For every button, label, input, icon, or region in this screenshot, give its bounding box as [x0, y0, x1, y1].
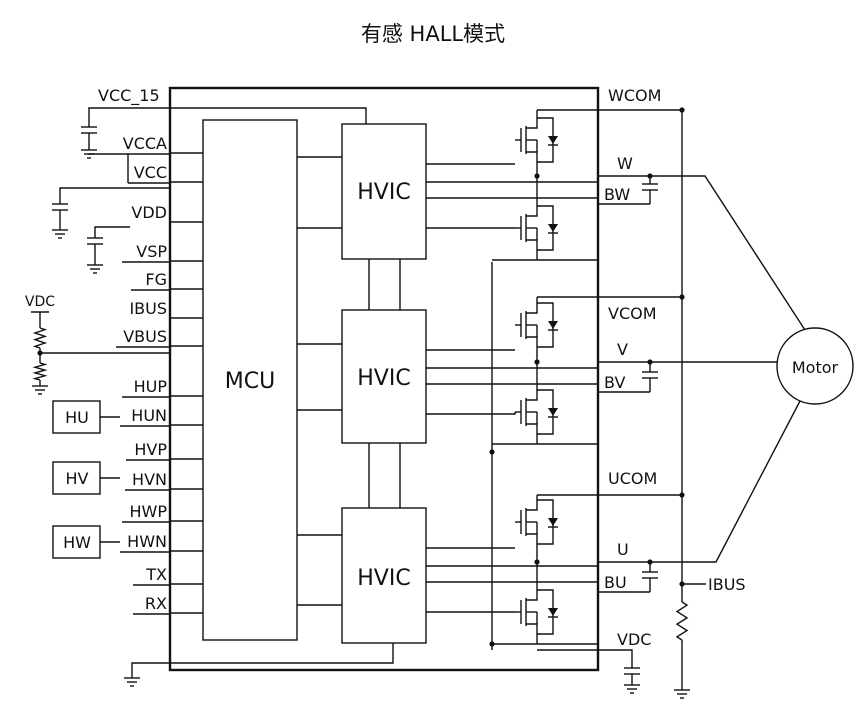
mosfet	[526, 151, 538, 162]
hvic-label: HVIC	[357, 566, 410, 591]
pin-label: VCC_15	[98, 86, 160, 106]
pin-label: HUN	[131, 406, 167, 425]
mosfet	[526, 500, 538, 511]
resistor	[32, 362, 48, 381]
pin-label: FG	[145, 270, 167, 289]
junction-dot	[534, 173, 540, 179]
hvic-box	[341, 309, 427, 444]
hvic-label: HVIC	[357, 180, 410, 205]
diode-symbol	[548, 608, 558, 616]
wire	[426, 412, 516, 415]
diagram-title: 有感 HALL模式	[360, 22, 506, 46]
pin-label: BU	[604, 573, 627, 592]
junction-dot	[489, 641, 495, 647]
hvic-label: HVIC	[357, 366, 410, 391]
pin-label: VCCA	[123, 134, 167, 153]
resistor	[675, 601, 689, 641]
mosfet	[526, 423, 538, 434]
pin-label: UCOM	[608, 469, 657, 488]
junction-dot	[679, 294, 685, 300]
junction-dot	[647, 559, 653, 565]
wire	[537, 649, 633, 668]
motor-label: Motor	[792, 358, 839, 377]
mosfet	[526, 118, 538, 129]
pin-label: VSP	[136, 242, 167, 261]
pin-label: HVP	[134, 440, 167, 459]
pin-label: VCOM	[608, 304, 657, 323]
wire	[94, 226, 130, 238]
pin-label: HWP	[130, 502, 168, 521]
junction-dot	[679, 492, 685, 498]
junction-dot	[679, 107, 685, 113]
hall-sensor-label: HU	[65, 408, 89, 427]
hvic-box	[341, 507, 427, 644]
wire	[131, 643, 394, 678]
hall-sensor-label: HV	[66, 469, 89, 488]
pin-label: HWN	[127, 532, 167, 551]
motor-wire-u	[650, 400, 801, 563]
diode-symbol	[548, 224, 558, 232]
pin-label: WCOM	[608, 86, 661, 105]
pin-label: HVN	[132, 470, 167, 489]
mcu-box	[202, 119, 298, 641]
pin-label: VDC	[617, 630, 651, 649]
pin-label: V	[617, 340, 628, 359]
junction-dot	[489, 449, 495, 455]
pin-label: VBUS	[123, 327, 167, 346]
mosfet	[526, 533, 538, 544]
pin-label: BW	[604, 185, 630, 204]
pin-label: U	[617, 540, 629, 559]
mcu-label: MCU	[225, 369, 275, 394]
vdc-left-label: VDC	[25, 294, 55, 310]
pin-label: VCC	[134, 163, 167, 182]
junction-dot	[647, 359, 653, 365]
pin-label: IBUS	[708, 575, 746, 594]
wire	[170, 107, 367, 124]
diode-symbol	[548, 408, 558, 416]
junction-dot	[647, 173, 653, 179]
pin-label: W	[617, 154, 633, 173]
junction-dot	[534, 559, 540, 565]
pin-label: TX	[145, 565, 167, 584]
mosfet	[526, 623, 538, 634]
pin-label: HUP	[134, 377, 168, 396]
wire	[88, 107, 170, 127]
pin-label: RX	[145, 594, 167, 613]
diode-symbol	[548, 136, 558, 144]
mosfet	[526, 590, 538, 601]
mosfet	[526, 303, 538, 314]
junction-dot	[534, 359, 540, 365]
diode-symbol	[548, 518, 558, 526]
mosfet	[526, 390, 538, 401]
pin-label: VDD	[131, 203, 167, 222]
mosfet	[526, 239, 538, 250]
diode-symbol	[548, 321, 558, 329]
hvic-box	[341, 123, 427, 260]
motor-circle	[776, 327, 854, 405]
hall-sensor-box	[52, 525, 101, 559]
board-outline	[168, 86, 600, 672]
mosfet	[526, 206, 538, 217]
resistor	[32, 327, 48, 349]
hall-sensor-label: HW	[63, 533, 91, 552]
pin-label: IBUS	[129, 299, 167, 318]
motor-wire-w	[650, 175, 806, 331]
hall-sensor-box	[52, 461, 101, 495]
hall-sensor-box	[52, 400, 101, 434]
mosfet	[526, 336, 538, 347]
junction-dot	[679, 581, 685, 587]
junction-dot	[37, 350, 43, 356]
pin-label: BV	[604, 373, 625, 392]
wire	[59, 187, 170, 204]
